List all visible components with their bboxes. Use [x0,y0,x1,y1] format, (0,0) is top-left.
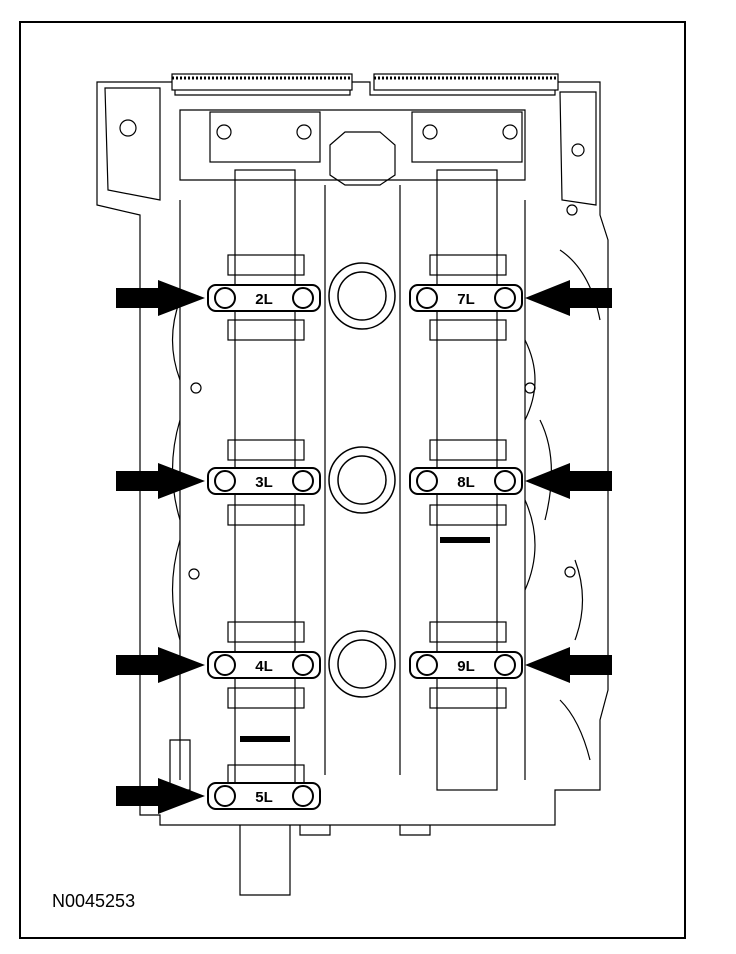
bearing-cap-8L: 8L [409,467,523,495]
cap-bolt [214,287,236,309]
cap-label: 5L [255,789,273,806]
cap-bolt [494,654,516,676]
arrow-left-icon [525,463,612,499]
cap-label: 7L [457,291,475,308]
bearing-cap-2L: 2L [207,284,321,312]
bearing-cap-9L: 9L [409,651,523,679]
callout-arrows [116,280,612,814]
figure-frame [19,21,686,939]
cap-bolt [494,470,516,492]
cam-lobe-mark [440,537,490,543]
cap-bolt [494,287,516,309]
cap-label: 8L [457,474,475,491]
arrow-left-icon [525,280,612,316]
cap-bolt [416,287,438,309]
bearing-cap-7L: 7L [409,284,523,312]
arrow-right-icon [116,778,205,814]
cap-bolt [214,654,236,676]
cap-label: 4L [255,658,273,675]
arrow-right-icon [116,647,205,683]
spark-plug-bores [328,262,396,698]
arrow-right-icon [116,280,205,316]
cap-bolt [416,470,438,492]
arrow-left-icon [525,647,612,683]
arrow-right-icon [116,463,205,499]
timing-gears [171,73,559,91]
cap-bolt [292,470,314,492]
cap-bolt [416,654,438,676]
cap-bolt [292,654,314,676]
cap-label: 9L [457,658,475,675]
cap-label: 2L [255,291,273,308]
cylinder-head-outline [96,81,609,896]
cap-bolt [214,470,236,492]
bearing-cap-5L: 5L [207,782,321,810]
bearing-cap-4L: 4L [207,651,321,679]
bearing-cap-3L: 3L [207,467,321,495]
cap-bolt [292,287,314,309]
figure-id-label: N0045253 [52,891,135,911]
cam-lobe-mark [240,736,290,742]
cap-bolt [214,785,236,807]
cap-label: 3L [255,474,273,491]
cap-bolt [292,785,314,807]
